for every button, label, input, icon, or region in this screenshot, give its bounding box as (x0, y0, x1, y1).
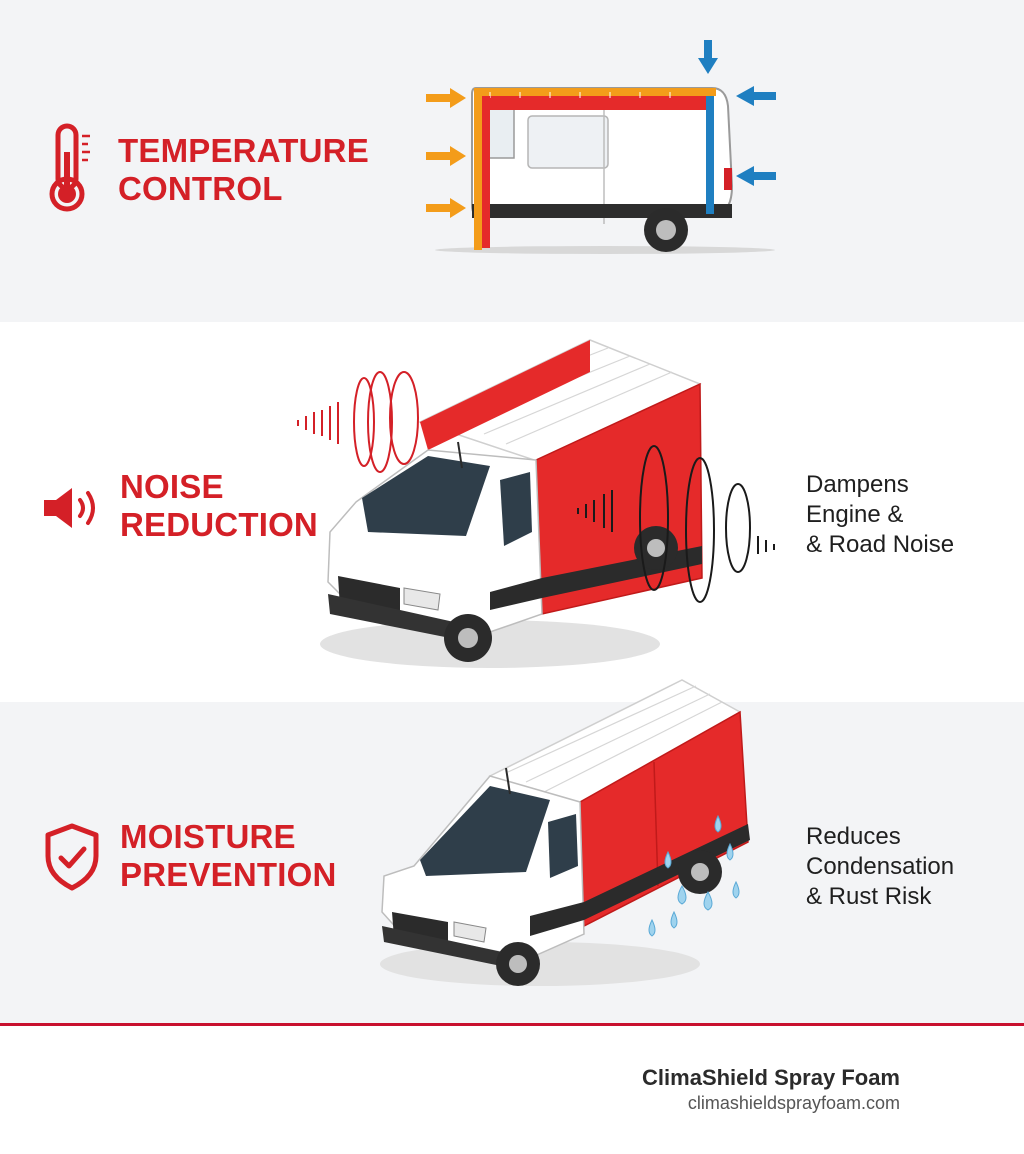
moisture-prevention-title: MOISTURE PREVENTION (120, 818, 337, 893)
footer-divider (0, 1023, 1024, 1026)
shield-check-icon (45, 823, 99, 891)
noise-reduction-title: NOISE REDUCTION (120, 468, 318, 543)
thermometer-icon (49, 123, 90, 212)
footer-brand: ClimaShield Spray Foam climashieldsprayf… (642, 1064, 900, 1114)
brand-url[interactable]: climashieldsprayfoam.com (687, 1093, 900, 1113)
temperature-control-title: TEMPERATURE CONTROL (118, 132, 369, 207)
brand-name: ClimaShield Spray Foam (642, 1065, 900, 1090)
noise-description: Dampens Engine & & Road Noise (806, 471, 955, 558)
van-moisture-illustration (380, 679, 750, 986)
moisture-description: Reduces Condensation & Rust Risk (806, 823, 955, 910)
speaker-icon (44, 488, 95, 528)
van-noise-illustration (297, 339, 775, 668)
van-side-cutaway-illustration (426, 40, 776, 254)
